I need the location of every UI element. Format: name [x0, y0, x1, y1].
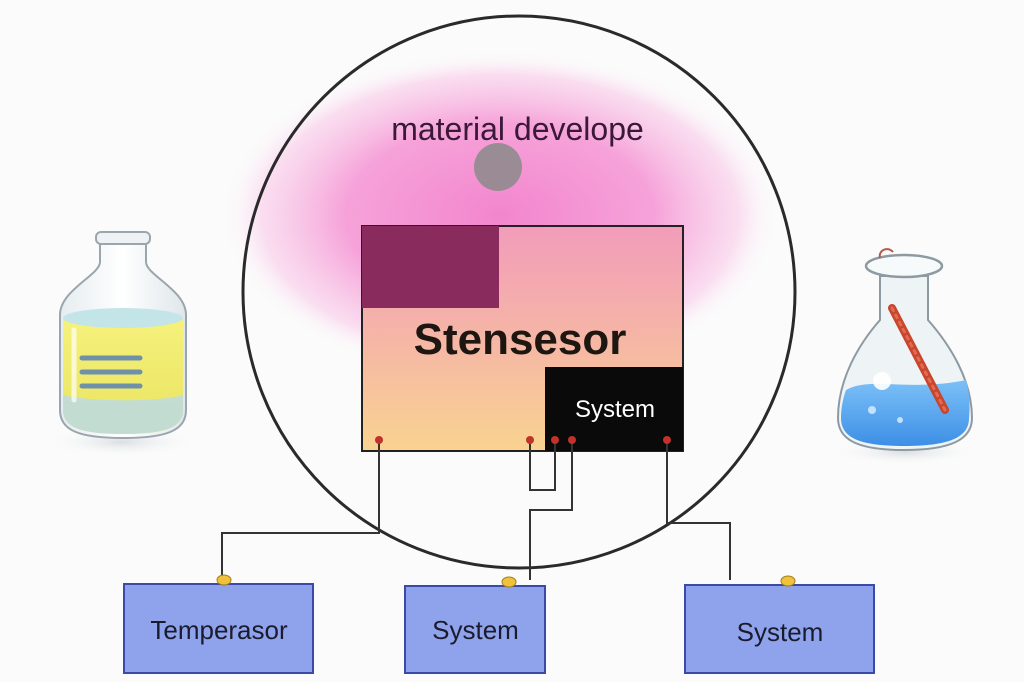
- temperasor-label: Temperasor: [150, 614, 288, 645]
- panel-dark-square: [362, 226, 499, 308]
- terminal-dot: [375, 436, 383, 444]
- wire-system-center: [529, 440, 573, 580]
- erlenmeyer-flask-icon: [825, 248, 985, 466]
- sensor-panel: [361, 225, 684, 452]
- system-box-center: [404, 585, 546, 674]
- wire-loop: [529, 440, 556, 491]
- circle-title: material develope: [391, 110, 644, 147]
- temperasor-box: [123, 583, 314, 674]
- connector-knob: [780, 575, 796, 587]
- system-center-label: System: [432, 614, 519, 645]
- sensor-panel-title: Stensesor: [413, 315, 627, 364]
- system-block-label: System: [574, 396, 655, 423]
- terminal-dot: [663, 436, 671, 444]
- bottom-boxes: [123, 574, 875, 674]
- terminals: [375, 436, 671, 444]
- connection-wires: [221, 440, 731, 580]
- connector-knob: [216, 574, 232, 586]
- terminal-dot: [568, 436, 576, 444]
- wire-temperasor: [221, 440, 380, 578]
- wire-system-right: [666, 440, 731, 580]
- terminal-dot: [526, 436, 534, 444]
- system-box-right: [684, 584, 875, 674]
- terminal-dot: [551, 436, 559, 444]
- connector-knob: [501, 576, 517, 588]
- grey-dot: [474, 143, 522, 191]
- system-right-label: System: [736, 616, 824, 647]
- main-circle: [241, 14, 797, 570]
- system-block: [545, 367, 683, 451]
- glass-bottle-icon: [40, 231, 204, 458]
